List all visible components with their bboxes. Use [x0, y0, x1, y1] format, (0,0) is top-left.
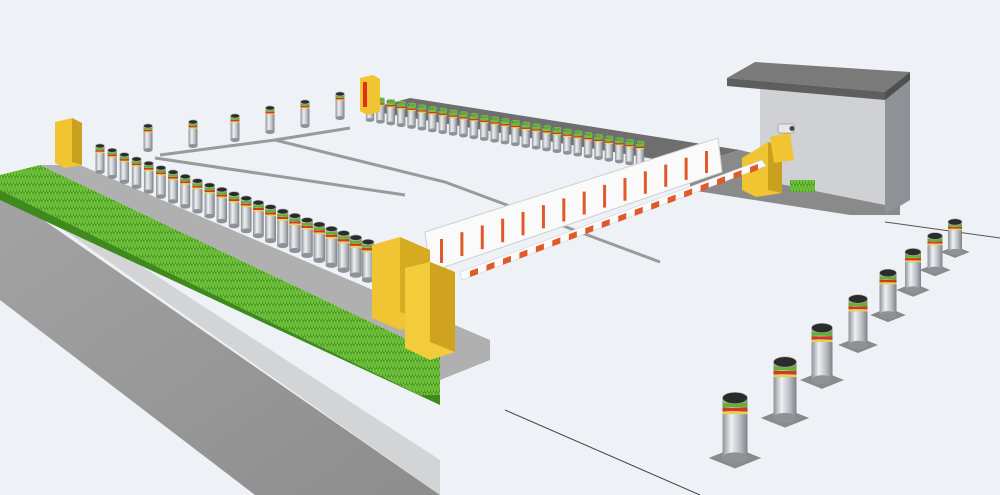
bollard: [179, 174, 191, 209]
bollard: [155, 165, 167, 199]
guard-booth: [727, 62, 910, 215]
bollard: [335, 91, 345, 121]
bollard: [289, 213, 301, 254]
bollard: [230, 113, 240, 143]
bollard: [760, 356, 810, 428]
bollard: [264, 204, 277, 244]
barrier-gate-booth: [459, 123, 795, 281]
bollard: [708, 392, 762, 469]
barrier-arm-stripe: [519, 249, 528, 259]
barrier-arm-stripe: [750, 164, 758, 173]
bollard: [119, 152, 130, 184]
barrier-gate-large: [372, 137, 723, 360]
barrier-arm-stripe: [470, 268, 478, 277]
barrier-arm-stripe: [568, 231, 577, 241]
bollard: [188, 119, 198, 149]
bollard: [252, 200, 265, 239]
barrier-stripe: [460, 232, 464, 257]
barrier-arm-stripe: [684, 188, 693, 198]
bollard-row-front: [95, 143, 375, 283]
barrier-stripe: [684, 157, 688, 180]
booth-roof-edge: [727, 78, 885, 100]
bollard: [940, 218, 970, 258]
bollard: [228, 191, 240, 229]
grass-hedge-side: [0, 190, 440, 405]
bollard: [107, 148, 118, 179]
road-curb: [0, 182, 440, 495]
bollard: [300, 99, 310, 129]
bollard: [799, 322, 845, 389]
barrier-stripe: [521, 211, 525, 236]
control-lane-platform: [40, 165, 490, 380]
bollard: [95, 143, 105, 175]
bollard: [204, 182, 216, 219]
bollard-row-inner: [143, 91, 345, 153]
bollard: [919, 232, 951, 277]
barrier-stripe: [541, 205, 545, 229]
barrier-arm-stripe: [618, 212, 627, 222]
booth-hedge: [790, 180, 815, 192]
barrier-stripe: [440, 239, 443, 263]
grass-hedge: [0, 165, 440, 395]
barrier-stripe: [562, 198, 566, 222]
barrier-arm-stripe: [651, 200, 660, 210]
bollard: [838, 294, 878, 353]
barrier-arm-stripe: [535, 243, 544, 253]
barrier-stripe: [603, 184, 607, 208]
barrier-arm-stripe: [700, 182, 709, 192]
bollard: [361, 239, 375, 283]
ground-line-bottom: [504, 409, 701, 495]
barrier-stripe: [643, 171, 647, 194]
yellow-post-left: [55, 118, 82, 168]
barrier-stripe: [664, 164, 668, 187]
barrier-arm-stripe: [486, 261, 495, 271]
booth-roof: [727, 62, 910, 92]
bollard: [313, 221, 326, 263]
yellow-post-red-back: [360, 75, 380, 115]
road: [0, 190, 440, 495]
barrier-arm-stripe: [717, 176, 726, 186]
bollard: [337, 230, 350, 273]
booth-back-wall: [760, 85, 885, 205]
gate-cabinet-second-side: [430, 262, 455, 352]
bollard-row-right: [708, 218, 970, 469]
barrier-stripe: [501, 218, 505, 243]
bollard: [131, 156, 142, 189]
barrier-arm-stripe: [733, 170, 742, 180]
camera-icon: [777, 123, 795, 134]
bollard: [896, 248, 930, 297]
bollard: [870, 268, 906, 323]
barrier-arm-stripe: [601, 219, 610, 229]
barrier-arm-stripe: [552, 237, 561, 247]
bollard: [143, 123, 153, 153]
barrier-arm-stripe: [502, 255, 511, 265]
booth-roof-right: [885, 72, 910, 100]
bollard: [143, 161, 154, 194]
booth-right-wall: [885, 80, 910, 215]
bollard: [167, 169, 179, 204]
bollard: [325, 226, 338, 268]
barrier-arm-stripe: [634, 206, 643, 216]
back-lane-platform: [365, 98, 740, 165]
bollard: [265, 105, 275, 135]
barrier-arm-stripe: [585, 225, 594, 235]
bollard: [276, 208, 289, 249]
barrier-stripe: [480, 225, 484, 250]
barrier-stripe: [582, 191, 586, 215]
barrier-stripe: [705, 151, 708, 173]
barrier-stripe: [623, 178, 627, 201]
bollard: [192, 178, 203, 214]
bollard: [349, 234, 363, 278]
bollard: [240, 195, 252, 234]
barrier-arm-stripe: [667, 194, 676, 204]
bollard: [301, 217, 314, 259]
bollard: [216, 187, 228, 224]
ground-line-right: [884, 221, 1000, 239]
